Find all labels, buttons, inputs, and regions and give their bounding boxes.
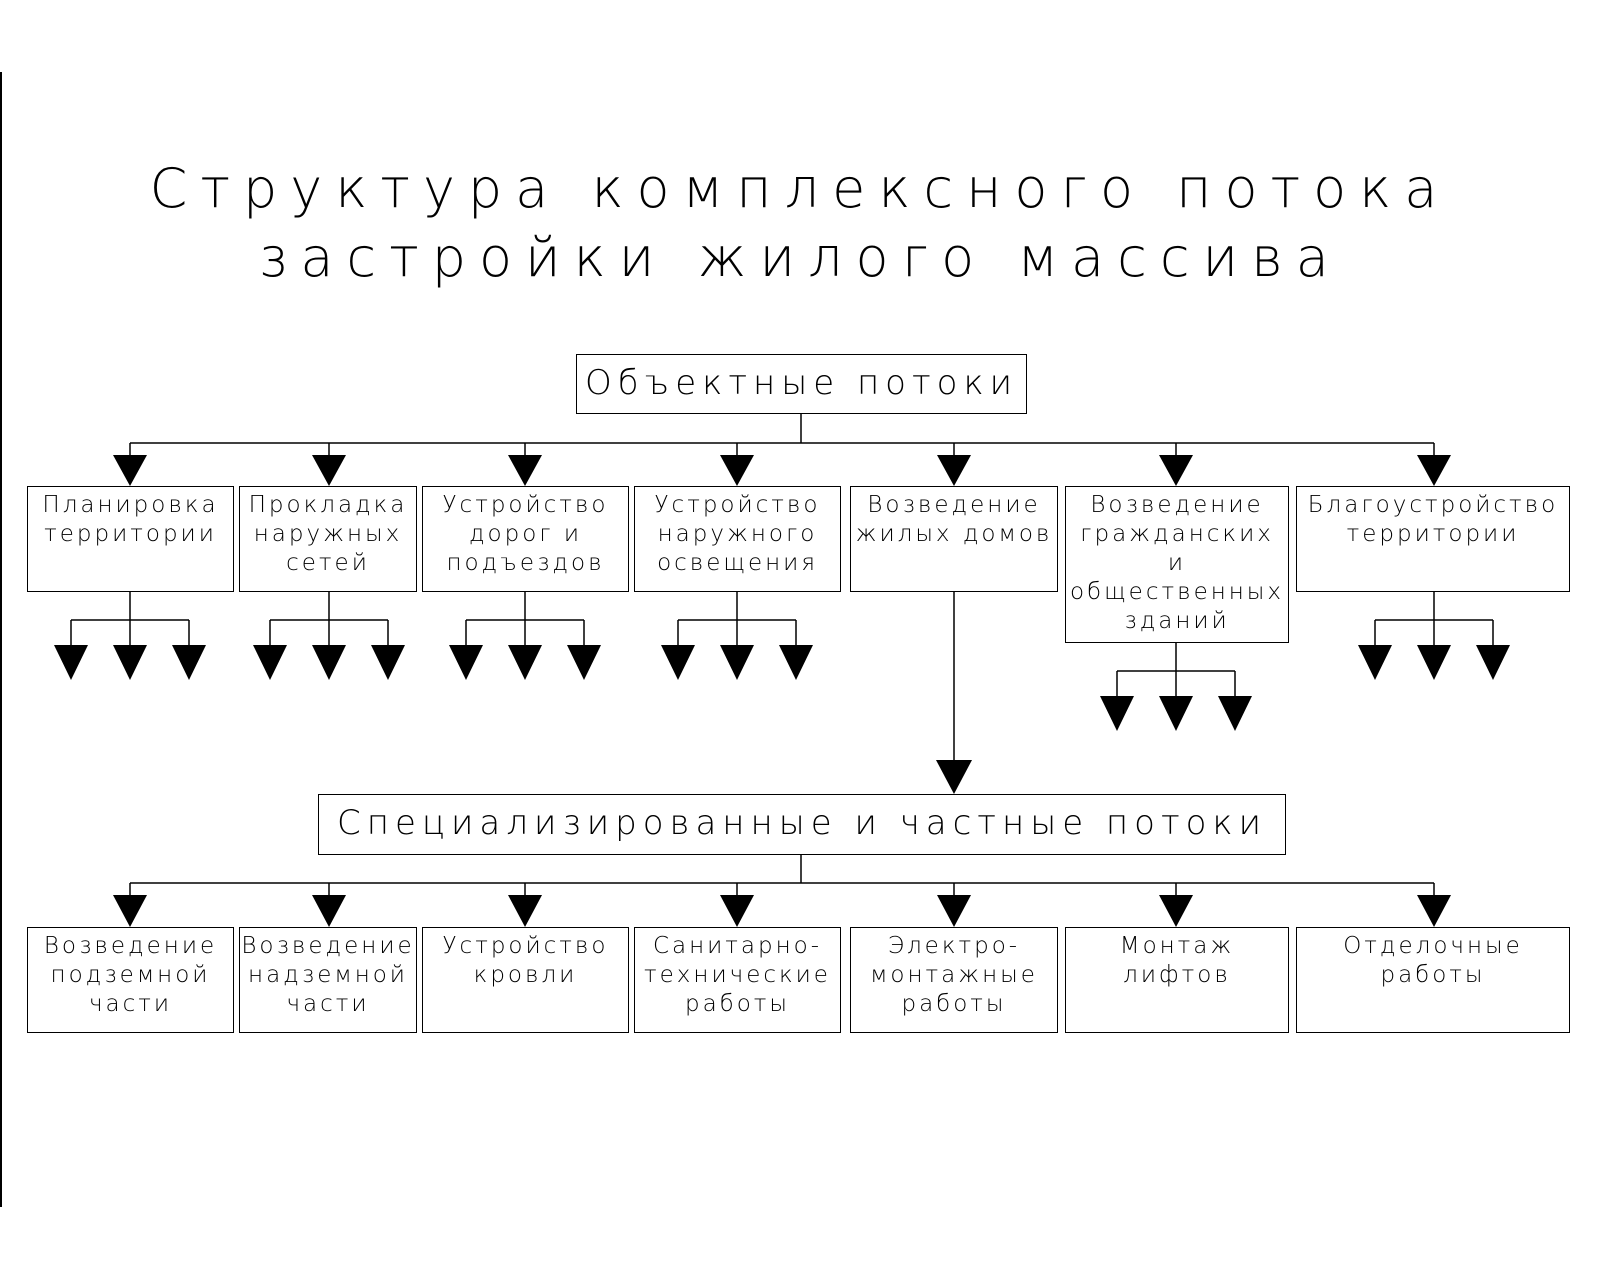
- title-line-2: застройки жилого массива: [258, 226, 1342, 289]
- box-aboveground-part: Возведение надземной части: [239, 927, 417, 1033]
- page-edge-line: [0, 72, 2, 1207]
- box-roofing: Устройство кровли: [422, 927, 629, 1033]
- object-flows-header: Объектные потоки: [576, 354, 1027, 414]
- box-plumbing-works: Санитарно- технические работы: [634, 927, 841, 1033]
- box-elevator-installation: Монтаж лифтов: [1065, 927, 1289, 1033]
- title-line-1: Структура комплексного потока: [149, 157, 1451, 220]
- box-landscaping: Благоустройство территории: [1296, 486, 1570, 592]
- special-flows-header: Специализированные и частные потоки: [318, 794, 1286, 855]
- box-roads: Устройство дорог и подъездов: [422, 486, 629, 592]
- box-underground-part: Возведение подземной части: [27, 927, 234, 1033]
- box-territory-planning: Планировка территории: [27, 486, 234, 592]
- box-public-buildings: Возведение гражданских и общественных зд…: [1065, 486, 1289, 643]
- arrowheads: [54, 455, 1510, 927]
- box-electrical-works: Электро- монтажные работы: [850, 927, 1058, 1033]
- box-residential-houses: Возведение жилых домов: [850, 486, 1058, 592]
- box-external-networks: Прокладка наружных сетей: [239, 486, 417, 592]
- box-outdoor-lighting: Устройство наружного освещения: [634, 486, 841, 592]
- box-finishing-works: Отделочные работы: [1296, 927, 1570, 1033]
